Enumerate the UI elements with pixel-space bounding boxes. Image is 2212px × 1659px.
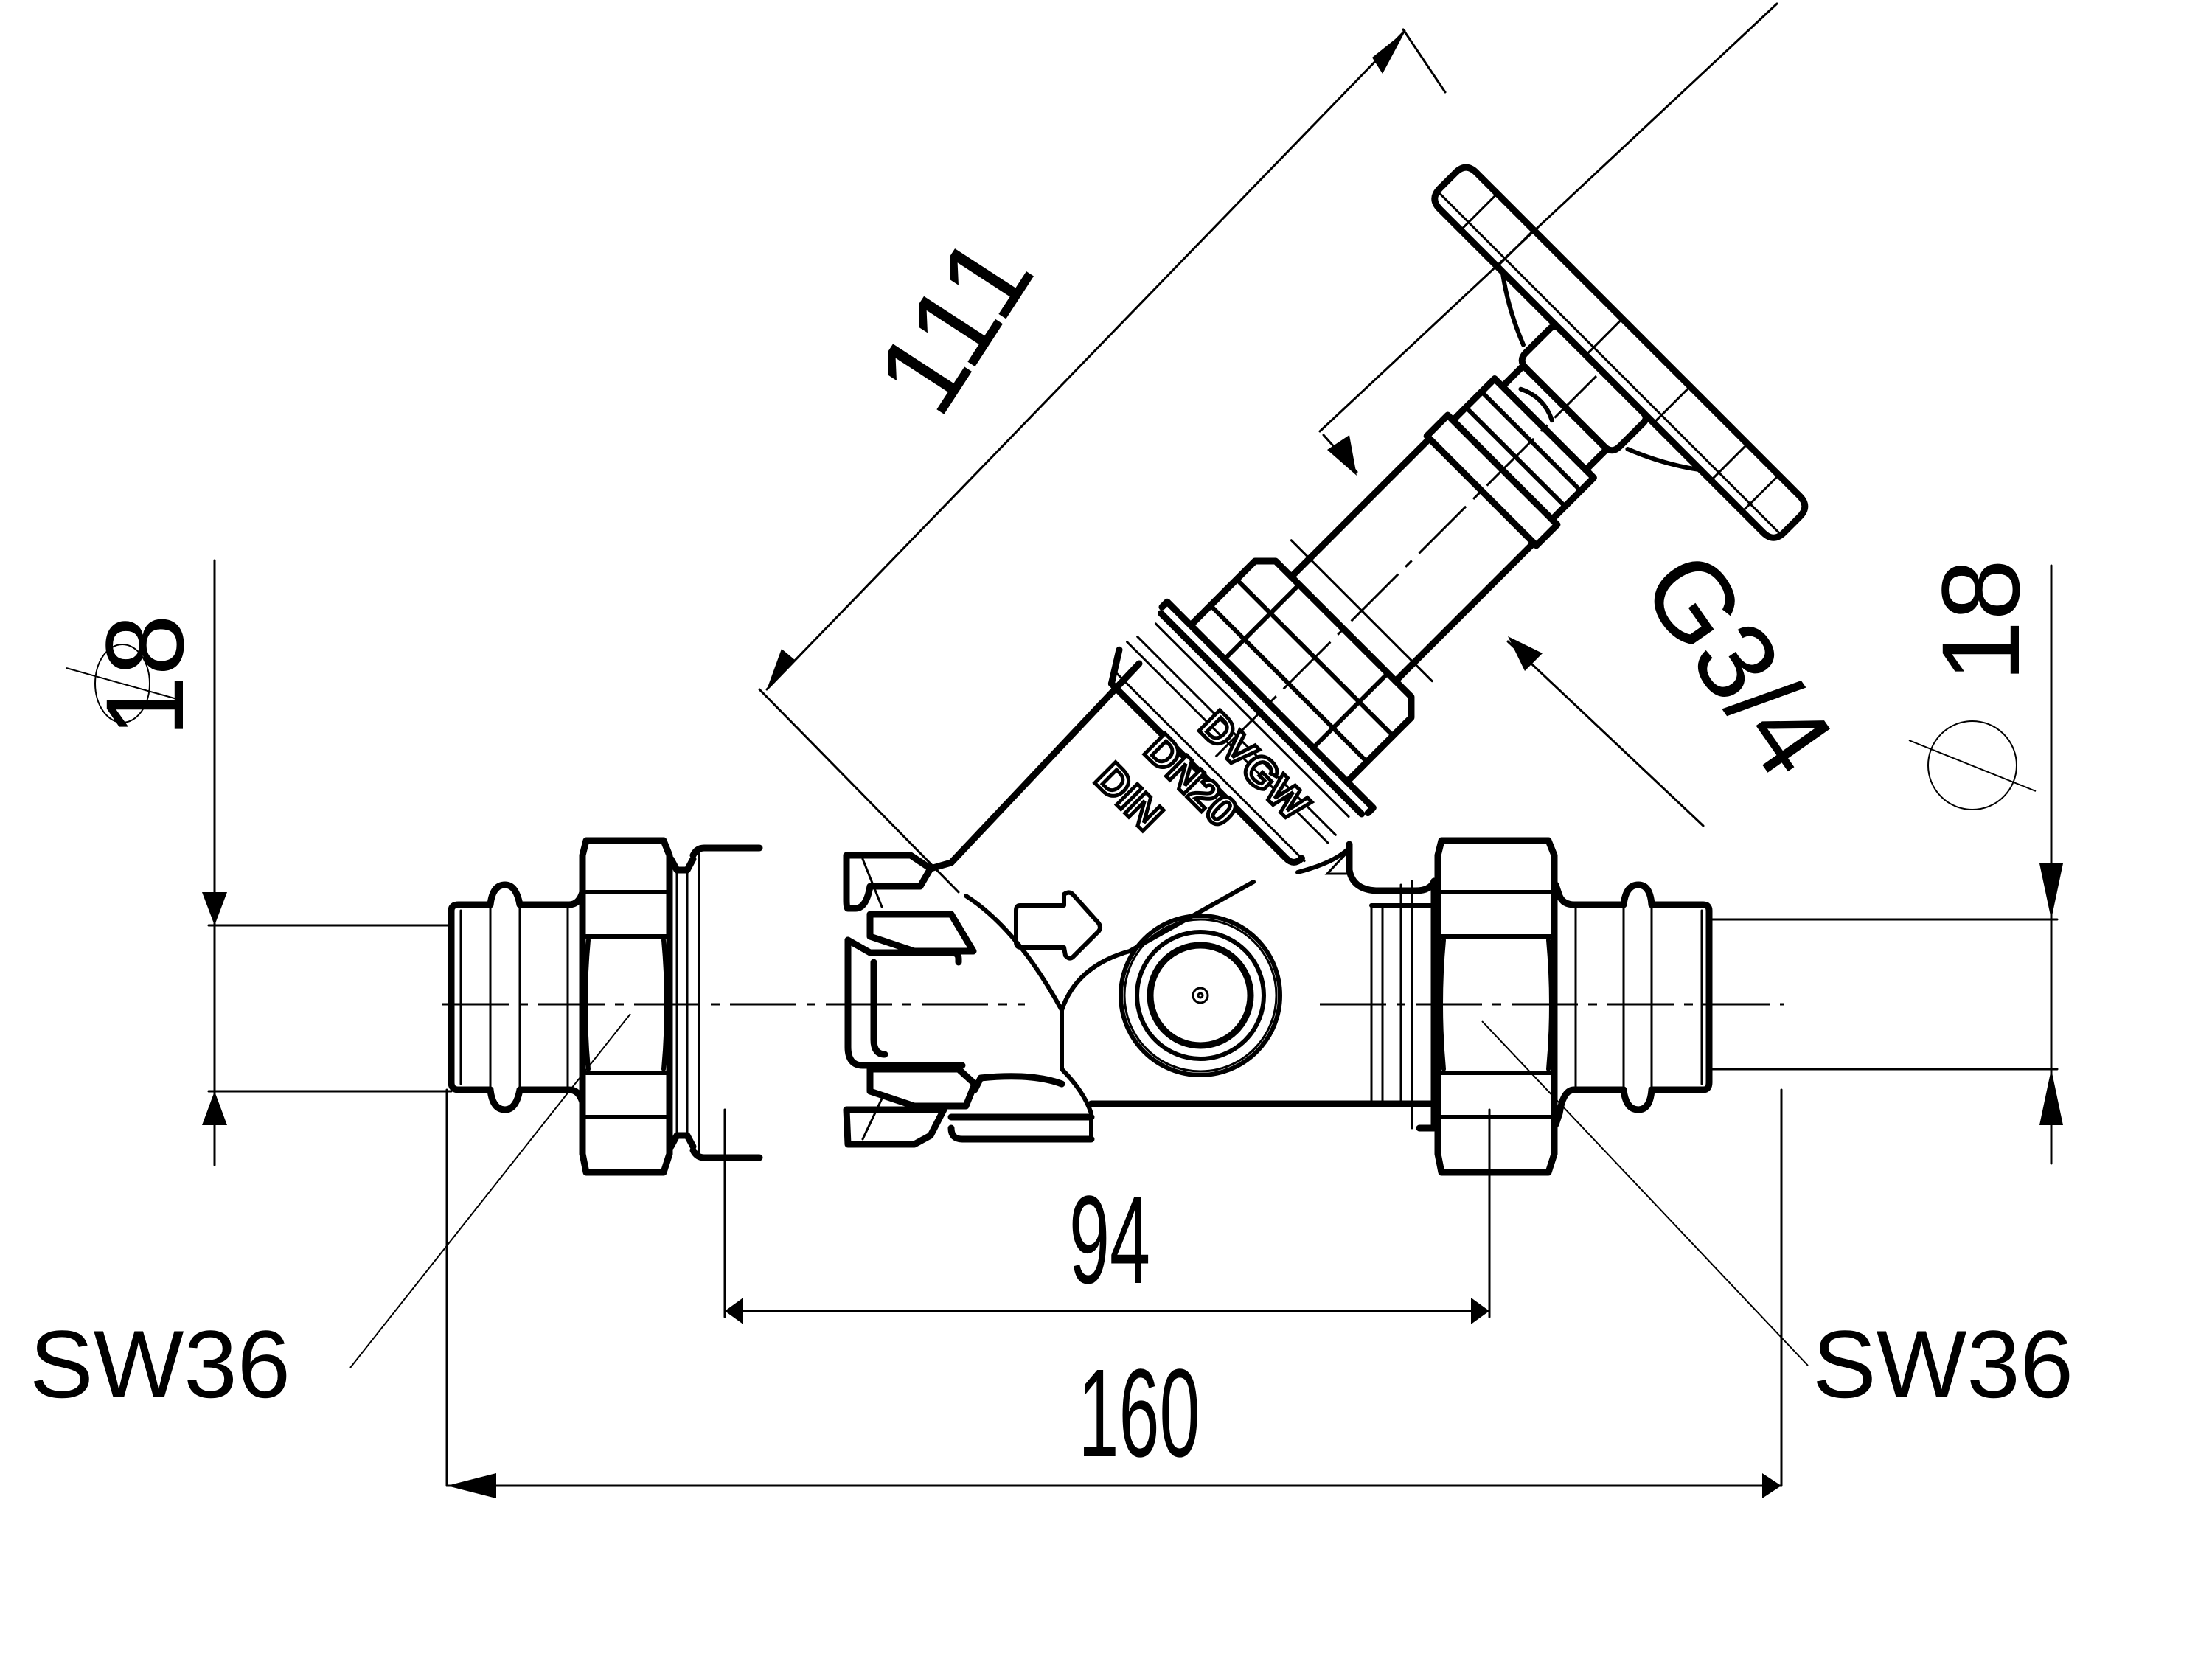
dimension-overall-length: 160: [445, 1088, 1783, 1498]
handwheel: [1431, 164, 1809, 541]
left-press-fitting: [448, 881, 586, 1113]
arrow-icon: [767, 649, 795, 689]
right-union-nut: [1399, 837, 1558, 1176]
arrow-icon: [1508, 636, 1543, 671]
arrow-icon: [2039, 1069, 2063, 1125]
bonnet-edge: [1107, 680, 1305, 866]
diameter-symbol-icon: [66, 644, 178, 723]
spindle-centerline: [1214, 375, 1598, 758]
arrow-icon: [1327, 435, 1357, 476]
right-press-fitting: [1552, 881, 1713, 1128]
wrench-size-right: SW36: [1812, 1310, 2073, 1418]
thread-size-label: G3/4: [1619, 530, 1858, 798]
callout-wrench-left: SW36: [29, 1013, 631, 1418]
valve-body: [927, 660, 1438, 1143]
dimension-diameter-right: 18: [1708, 559, 2063, 1165]
dimension-nut-spacing: 94: [723, 1108, 1491, 1324]
diameter-value-right: 18: [1919, 559, 2042, 682]
diameter-value-left: 18: [83, 614, 206, 737]
arrow-icon: [1762, 1473, 1781, 1498]
body-lugs: [843, 852, 978, 1148]
arrow-icon: [1471, 1298, 1489, 1324]
dimension-value-111: 111: [849, 213, 1058, 435]
bonnet-assembly: [1107, 164, 1809, 866]
arrow-icon: [202, 892, 227, 925]
arrow-icon: [2039, 863, 2063, 919]
diameter-symbol-icon: [1908, 720, 2037, 810]
dimension-diameter-left: 18: [66, 559, 453, 1166]
left-body-collar: [667, 844, 763, 1161]
callout-wrench-right: SW36: [1481, 1020, 2073, 1418]
flow-direction-arrow-icon: [1014, 890, 1102, 961]
body-markings: DVGW DN20 DIN: [1084, 700, 1320, 841]
arrow-icon: [202, 1091, 227, 1125]
wrench-size-left: SW36: [29, 1310, 291, 1418]
arrow-icon: [447, 1473, 496, 1498]
dimension-value-94: 94: [1069, 1170, 1150, 1310]
left-union-nut: [579, 837, 673, 1176]
dimension-bonnet-thread: G3/4: [1318, 2, 1858, 827]
arrow-icon: [1372, 31, 1405, 74]
dimension-value-160: 160: [1079, 1343, 1200, 1484]
test-port: [1119, 914, 1282, 1077]
arrow-icon: [725, 1298, 743, 1324]
